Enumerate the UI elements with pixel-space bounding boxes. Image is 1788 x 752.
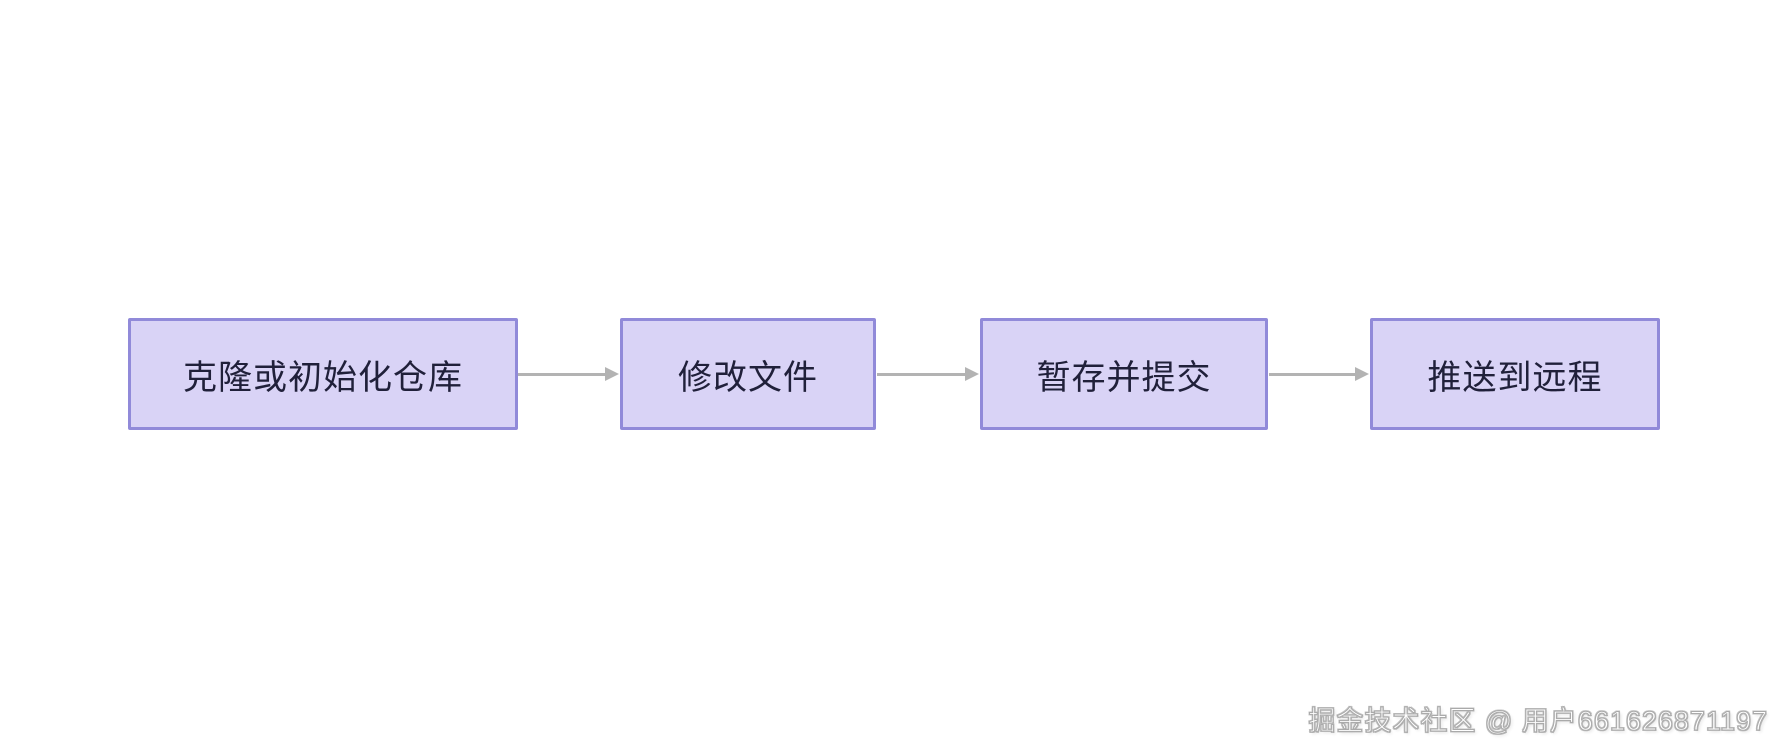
arrow-line: [1269, 373, 1356, 376]
flow-node-modify-files: 修改文件: [620, 318, 876, 430]
flow-arrow-2: [877, 367, 979, 382]
flow-node-clone-or-init-repo: 克隆或初始化仓库: [128, 318, 518, 430]
flow-node-stage-and-commit: 暂存并提交: [980, 318, 1268, 430]
arrow-line: [877, 373, 966, 376]
flow-arrow-1: [518, 367, 619, 382]
watermark: 掘金技术社区 @ 用户661626871197: [1308, 706, 1768, 737]
flow-arrow-3: [1269, 367, 1369, 382]
flow-node-label: 修改文件: [678, 358, 818, 397]
arrow-head-icon: [965, 367, 979, 381]
flow-node-label: 推送到远程: [1427, 358, 1603, 397]
flow-node-push-to-remote: 推送到远程: [1370, 318, 1660, 430]
flow-node-label: 暂存并提交: [1036, 358, 1212, 397]
arrow-line: [518, 373, 606, 376]
arrow-head-icon: [605, 367, 619, 381]
flow-node-label: 克隆或初始化仓库: [183, 358, 463, 397]
arrow-head-icon: [1355, 367, 1369, 381]
